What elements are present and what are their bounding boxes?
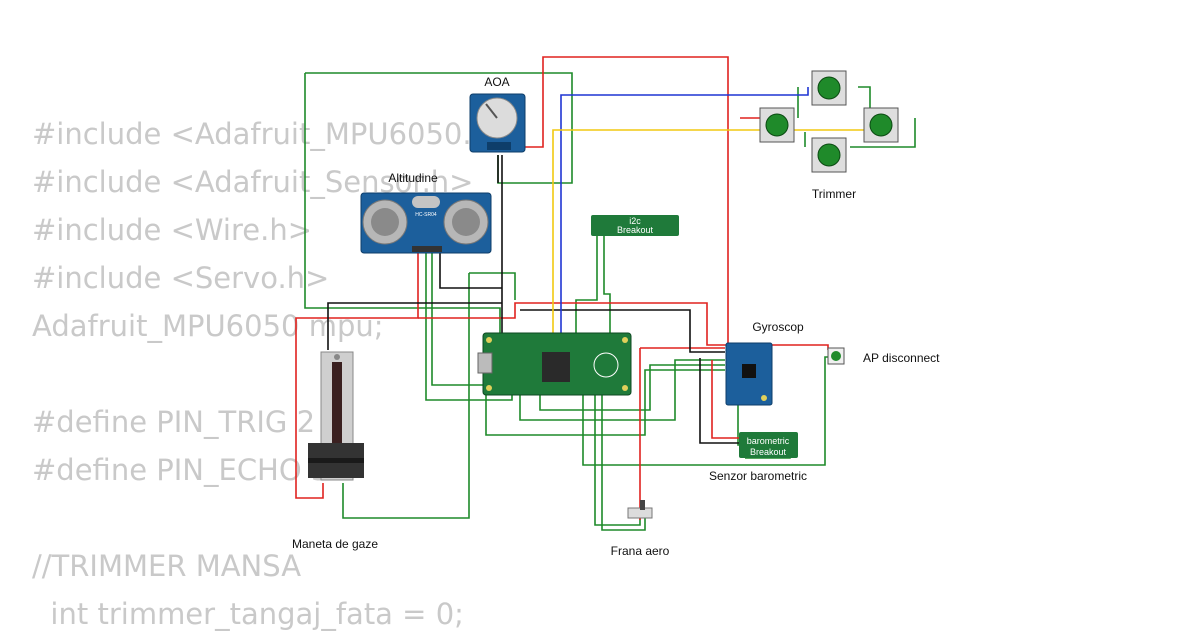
aoa-label: AOA <box>484 75 509 89</box>
gyroscope-module[interactable] <box>725 342 773 406</box>
aero-brake-switch[interactable] <box>627 500 653 519</box>
aoa-potentiometer[interactable] <box>469 93 526 153</box>
wire <box>519 359 725 421</box>
trim-button-bottom[interactable] <box>811 137 847 173</box>
wire <box>601 395 646 531</box>
mount-hole <box>622 385 628 391</box>
wire <box>305 72 573 184</box>
raspberry-pi-pico[interactable] <box>477 332 632 396</box>
altitude-label: Altitudine <box>388 171 438 185</box>
wire <box>327 302 502 350</box>
mount-hole <box>761 395 767 401</box>
wire <box>439 252 502 289</box>
usb-port <box>477 352 493 374</box>
knob-indicator <box>485 103 498 119</box>
wire <box>575 230 598 335</box>
crystal <box>412 196 440 208</box>
ultrasonic-pins <box>412 246 442 252</box>
wires <box>295 56 916 531</box>
baro-label: Senzor barometric <box>709 469 807 483</box>
wire <box>711 360 742 439</box>
baro-board-subtitle: Breakout <box>750 447 787 457</box>
i2c-subtitle: Breakout <box>617 225 654 235</box>
wire <box>520 309 725 353</box>
gyro-chip <box>742 364 756 378</box>
i2c-board <box>591 215 679 236</box>
baro-board-title: barometric <box>747 436 790 446</box>
wire <box>295 252 419 499</box>
wire <box>469 272 516 300</box>
wire <box>485 360 725 436</box>
transducer-mesh <box>371 208 399 236</box>
mount-hole <box>486 385 492 391</box>
code-line: #include <Wire.h> <box>32 213 313 247</box>
trim-button-right[interactable] <box>863 107 899 143</box>
trim-button-left[interactable] <box>759 107 795 143</box>
potentiometer-pins <box>487 142 511 150</box>
black-wires <box>327 155 742 444</box>
code-line: Adafruit_MPU6050 mpu; <box>32 309 384 343</box>
wire <box>560 87 809 335</box>
code-line: int trimmer_tangaj_fata = 0; <box>32 597 464 631</box>
wire <box>850 118 916 148</box>
wire <box>342 273 470 519</box>
pico-chip <box>542 352 570 382</box>
baro-board <box>739 432 798 458</box>
wire <box>603 230 611 335</box>
brake-label: Frana aero <box>611 544 670 558</box>
sensor-model-label: HC-SR04 <box>415 212 437 218</box>
raspberry-logo-icon <box>593 352 619 378</box>
wire <box>304 73 501 340</box>
code-line: #include <Servo.h> <box>32 261 330 295</box>
slider-handle-grip <box>308 458 364 463</box>
mount-hole <box>486 337 492 343</box>
ap-disconnect-button[interactable] <box>827 347 845 365</box>
wire <box>539 364 725 411</box>
wire <box>505 56 729 346</box>
code-line: #include <Adafruit_Sensor.h> <box>32 165 474 199</box>
blue-wires <box>560 87 809 335</box>
throttle-slider[interactable] <box>308 351 364 481</box>
code-line: #define PIN_TRIG 2 <box>32 405 316 439</box>
code-line: #include <Adafruit_MPU6050.h> <box>32 117 515 151</box>
ap-disconnect-label: AP disconnect <box>863 351 940 365</box>
wire <box>418 302 725 346</box>
slider-slot <box>332 362 342 470</box>
ultrasonic-sensor[interactable]: HC-SR04 <box>360 192 492 254</box>
code-line: //TRIMMER MANSA <box>32 549 302 583</box>
barometric-breakout[interactable]: barometric Breakout <box>739 432 798 458</box>
i2c-breakout[interactable]: i2c Breakout <box>591 215 679 236</box>
wire <box>699 358 742 444</box>
gyro-label: Gyroscop <box>752 320 804 334</box>
mount-hole <box>622 337 628 343</box>
trim-button-top[interactable] <box>811 70 847 106</box>
throttle-label: Maneta de gaze <box>292 537 378 551</box>
trimmer-label: Trimmer <box>812 187 856 201</box>
trimmer-buttons <box>759 70 899 173</box>
screw-icon <box>334 354 340 360</box>
transducer-mesh <box>452 208 480 236</box>
i2c-title: i2c <box>629 216 641 226</box>
